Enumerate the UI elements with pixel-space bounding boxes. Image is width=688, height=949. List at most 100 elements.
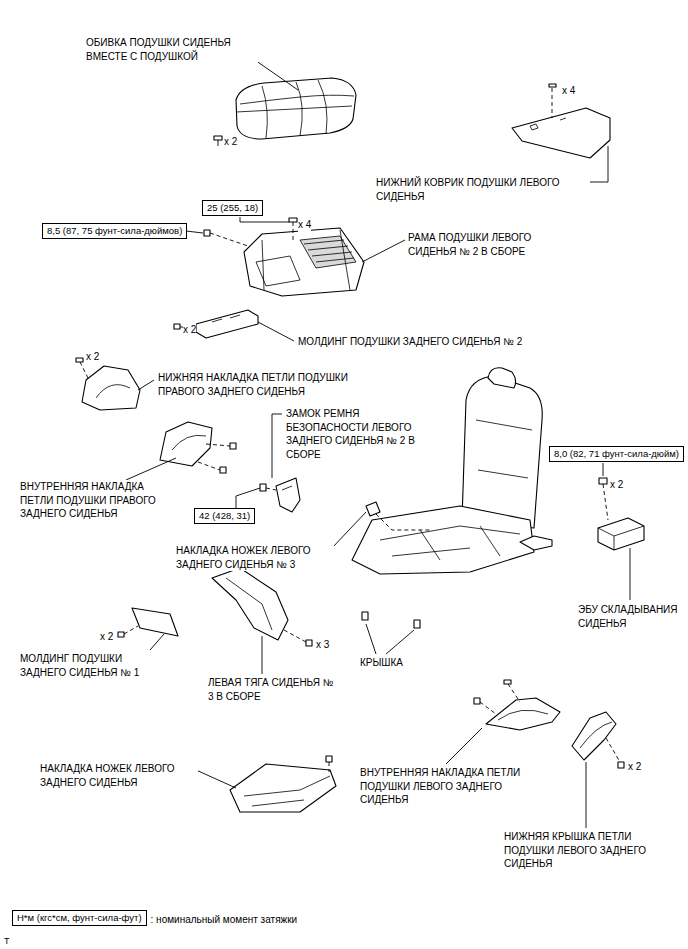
lower-mat (530, 124, 538, 130)
screw (549, 84, 556, 118)
cushion-cover (262, 86, 267, 138)
screw (214, 136, 222, 140)
quantity-label: x 2 (86, 350, 99, 364)
torque-value: 8,0 (82, 71 фунт-сила-дюйм) (554, 448, 679, 460)
part-name: ЛЕВАЯ ТЯГА СИДЕНЬЯ № 3 В СБОРЕ (208, 676, 338, 703)
molding-1 (118, 632, 124, 637)
hinge-cover-left-lower (580, 722, 612, 748)
screw (549, 84, 556, 87)
leader-line (240, 217, 289, 222)
cushion-frame (262, 230, 350, 290)
leader-line (138, 380, 154, 390)
rear-seat (488, 368, 516, 388)
hinge-cover-left-inner (474, 698, 480, 704)
hinge-cover-left-inner (504, 680, 511, 684)
part-name: ВНУТРЕННЯЯ НАКЛАДКА ПЕТЛИ ПОДУШКИ ЛЕВОГО… (360, 766, 528, 807)
torque-value: 25 (255, 18) (207, 202, 258, 214)
screw (552, 88, 553, 118)
quantity-label: x 4 (562, 84, 575, 98)
part-name: ЗАМОК РЕМНЯ БЕЗОПАСНОСТИ ЛЕВОГО ЗАДНЕГО … (286, 407, 418, 461)
feet-cover (230, 756, 336, 812)
part-name: НИЖНЯЯ НАКЛАДКА ПЕТЛИ ПОДУШКИ ПРАВОГО ЗА… (158, 371, 354, 398)
bolt (204, 230, 210, 236)
hinge-cover-left-inner (498, 710, 548, 720)
bolt (204, 218, 297, 246)
legend-text: : номинальный момент затяжки (151, 913, 298, 927)
torque-value: 42 (428, 31) (199, 510, 250, 522)
cushion-cover (240, 95, 354, 104)
cushion-frame (300, 236, 356, 268)
rear-seat (420, 526, 500, 560)
rear-seat (366, 502, 380, 516)
seat-belt-buckle (260, 484, 266, 491)
leader-line (258, 322, 294, 341)
feet-cover (244, 776, 330, 806)
part-name: НАКЛАДКА НОЖЕК ЛЕВОГО ЗАДНЕГО СИДЕНЬЯ (40, 762, 198, 789)
leader-line (630, 548, 631, 600)
quantity-label: x 4 (298, 218, 311, 232)
screw (76, 358, 83, 362)
cushion-frame (244, 228, 364, 296)
feet-cover (326, 756, 332, 762)
cushion-cover (236, 106, 352, 112)
seat-belt-buckle (276, 478, 300, 512)
molding-2 (196, 310, 258, 338)
link-3 (212, 568, 312, 646)
link-3 (306, 640, 312, 646)
screw (206, 444, 230, 446)
rear-seat (352, 506, 534, 574)
screw (80, 362, 88, 378)
rear-seat (376, 514, 430, 530)
hinge-cover-right-inner (172, 435, 206, 450)
quantity-label: x 2 (628, 760, 641, 774)
torque-value: Н*м (кгс*см, фунт-сила-фут) (17, 912, 142, 924)
hinge-cover-right-lower (96, 385, 130, 398)
cushion-frame (304, 240, 354, 262)
leader-line (332, 512, 366, 548)
cushion-cover (236, 78, 356, 139)
cushion-cover (236, 78, 356, 139)
screw (198, 443, 236, 473)
leader-line (196, 770, 236, 788)
link-3 (212, 568, 288, 640)
legend-sample-box: Н*м (кгс*см, фунт-сила-фут) (12, 910, 147, 926)
quantity-label: x 2 (610, 478, 623, 492)
cover-clip (414, 620, 420, 628)
rear-seat (462, 376, 542, 528)
leader-line (272, 414, 282, 478)
screw (174, 324, 180, 329)
quantity-label: x 2 (224, 135, 237, 149)
ecu (598, 518, 644, 550)
link-3 (284, 630, 306, 642)
ecu (598, 478, 644, 550)
torque-value: 8,5 (87, 75 фунт-сила-дюймов) (47, 225, 182, 237)
leader-line (366, 624, 414, 654)
molding-2 (196, 310, 258, 338)
hinge-cover-right-inner (160, 422, 212, 466)
feet-cover (329, 762, 330, 772)
screw (220, 467, 226, 473)
lower-mat (512, 108, 610, 158)
torque-box: 25 (255, 18) (202, 200, 263, 216)
screw (198, 462, 220, 470)
molding-1 (132, 608, 178, 636)
part-name: КРЫШКА (360, 656, 403, 670)
rear-seat (476, 420, 532, 478)
part-name: НАКЛАДКА НОЖЕК ЛЕВОГО ЗАДНЕГО СИДЕНЬЯ № … (176, 544, 334, 571)
screw (230, 443, 236, 449)
part-name: НИЖНИЙ КОВРИК ПОДУШКИ ЛЕВОГО СИДЕНЬЯ (376, 176, 590, 203)
hinge-cover-left-lower (618, 762, 624, 768)
cushion-frame (244, 228, 364, 296)
hinge-cover-left-inner (508, 684, 520, 702)
leader-line (362, 240, 405, 262)
leader-line (262, 636, 263, 674)
leader-line (252, 58, 298, 90)
rear-seat (352, 368, 552, 574)
torque-box: 8,0 (82, 71 фунт-сила-дюйм) (549, 446, 684, 462)
leader-line (446, 728, 482, 764)
lower-mat (560, 118, 566, 120)
leader-line (603, 463, 604, 476)
screw (218, 140, 219, 146)
part-name: РАМА ПОДУШКИ ЛЕВОГО СИДЕНЬЯ № 2 В СБОРЕ (408, 231, 558, 258)
